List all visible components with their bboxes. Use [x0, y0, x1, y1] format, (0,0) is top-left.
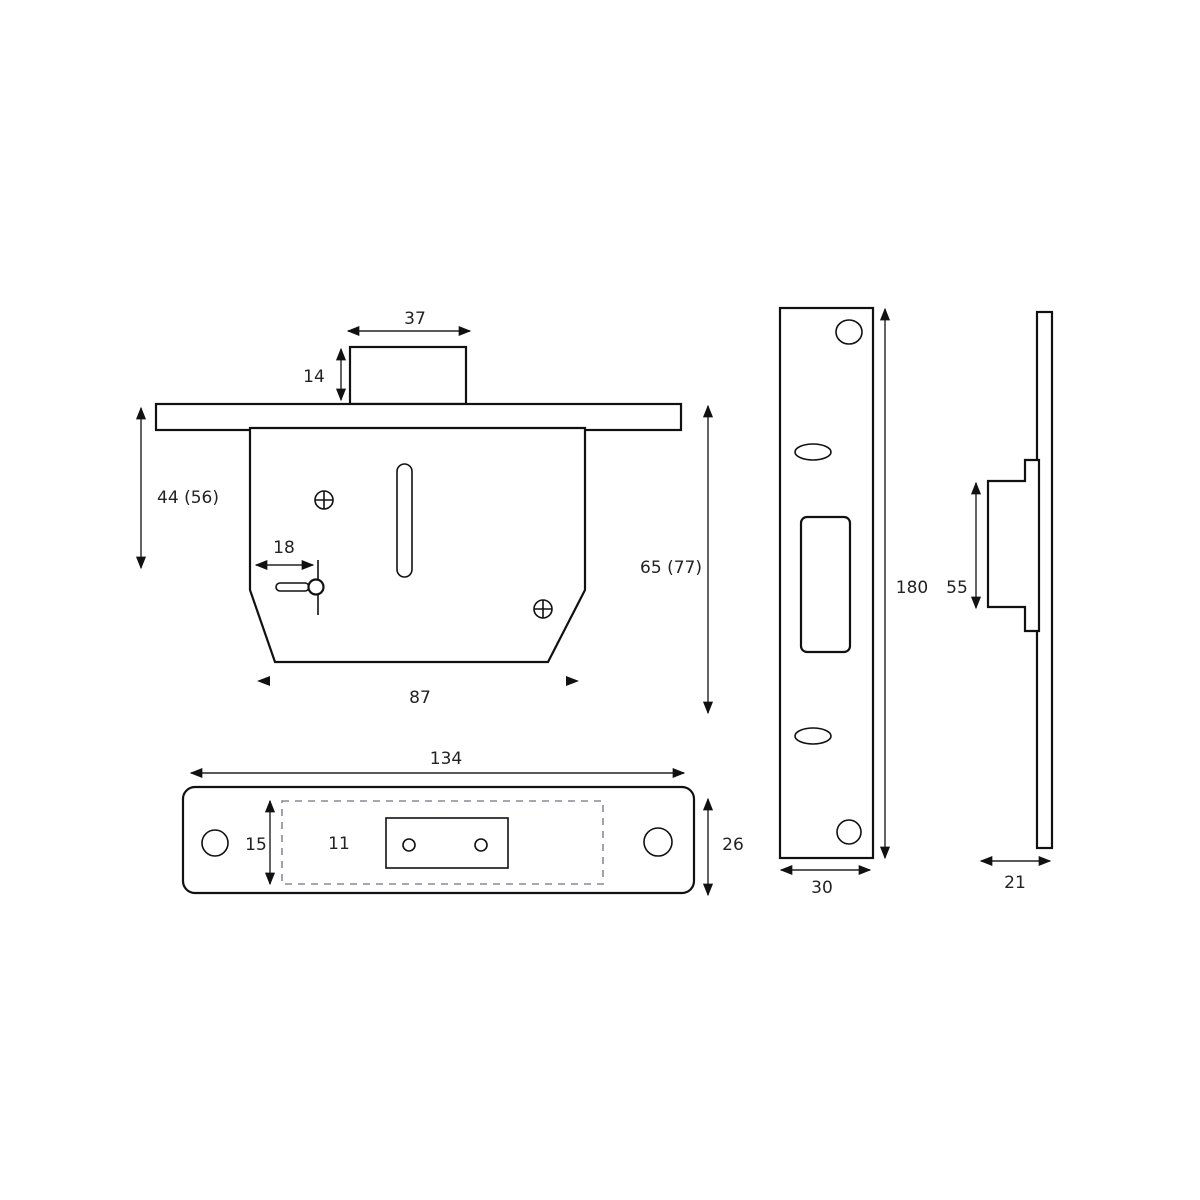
- bolt: [348, 345, 468, 406]
- follower-slot: [396, 463, 413, 578]
- screw-hole: [835, 319, 863, 345]
- dim-label-box-height: 55: [946, 578, 968, 598]
- bolt-opening: [385, 817, 509, 869]
- screw-hole: [836, 819, 862, 845]
- keyhole-icon: [275, 560, 325, 615]
- dim-label-backset: 44 (56): [157, 488, 219, 508]
- case-outline-dashed: [281, 800, 604, 885]
- faceplate: [154, 402, 683, 432]
- dim-label-strike-depth: 21: [1004, 873, 1026, 893]
- strike-box: [986, 458, 1041, 633]
- slot-hole: [794, 727, 832, 745]
- dim-label-forend-width: 26: [722, 835, 744, 855]
- dim-label-keyhole: 18: [273, 538, 295, 558]
- screw-icon: [533, 599, 553, 619]
- lock-body-view: 37 14 44 (56) 18 87 65 (77): [135, 309, 714, 715]
- bolt-receiver-opening: [799, 515, 852, 654]
- slot-hole: [794, 443, 832, 461]
- dim-label-forend-bolt: 11: [328, 834, 350, 854]
- strike-plate-view: 180 30: [778, 306, 928, 898]
- dim-label-strike-length: 180: [896, 578, 928, 598]
- dim-label-forend-length: 134: [430, 749, 462, 769]
- dim-label-case-width: 87: [409, 688, 431, 708]
- lock-case: [248, 426, 587, 664]
- dim-label-forend-inner: 15: [245, 835, 267, 855]
- dim-arrows-case-width: [257, 676, 579, 686]
- dim-label-bolt-throw: 14: [303, 367, 325, 387]
- strike-side-view: 55 21: [946, 310, 1054, 893]
- forend-plate: [181, 785, 696, 895]
- screw-hole: [201, 829, 229, 857]
- dim-label-bolt-width: 37: [404, 309, 426, 329]
- forend-view: 134 15 11 26: [181, 749, 744, 897]
- screw-hole: [643, 827, 673, 857]
- dim-label-strike-width: 30: [811, 878, 833, 898]
- screw-icon: [314, 490, 334, 510]
- dim-label-case-height: 65 (77): [640, 558, 702, 578]
